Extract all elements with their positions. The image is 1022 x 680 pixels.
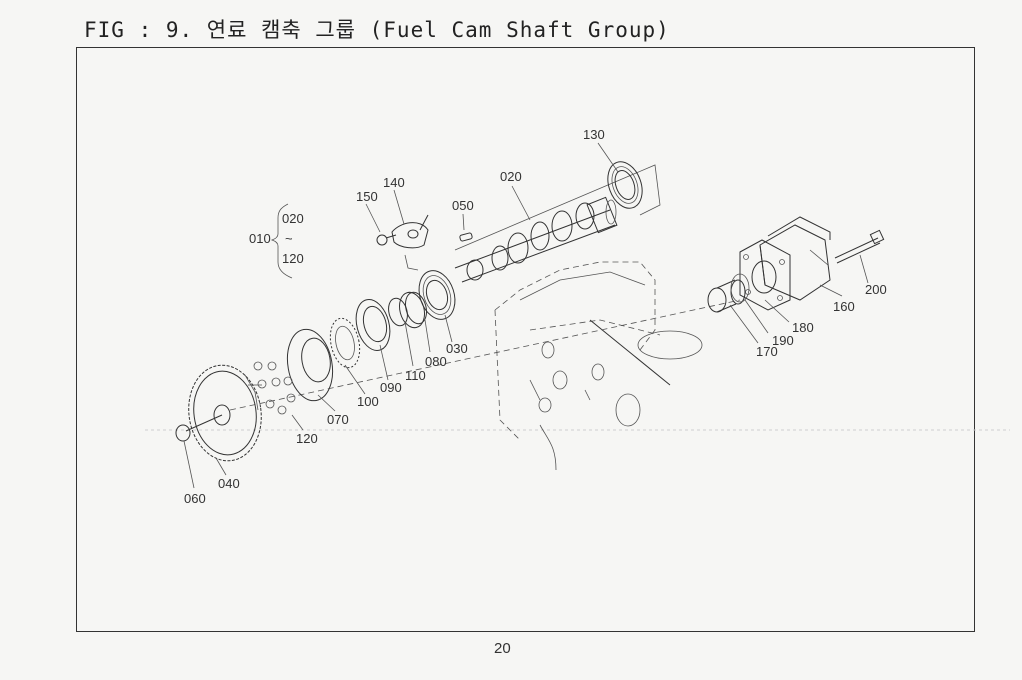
- washers: [248, 361, 296, 415]
- bolt: [834, 229, 885, 264]
- bearing: [355, 299, 391, 351]
- bolt: [376, 234, 397, 246]
- callout-010-range-start: 020: [282, 211, 304, 226]
- callout-060: 060: [184, 491, 206, 506]
- range-bracket: [270, 203, 293, 279]
- collar: [399, 291, 428, 329]
- engine-block-outline: [494, 261, 703, 471]
- callout-180: 180: [792, 320, 814, 335]
- camshaft-backing-sheet: [454, 164, 661, 251]
- callout-200: 200: [865, 282, 887, 297]
- nut: [175, 414, 223, 442]
- gasket-plate: [739, 239, 791, 311]
- bearing: [607, 161, 643, 209]
- diagram-frame: [76, 47, 975, 632]
- callout-190: 190: [772, 333, 794, 348]
- callout-050: 050: [452, 198, 474, 213]
- callout-160: 160: [833, 299, 855, 314]
- key: [459, 232, 473, 242]
- housing: [759, 216, 831, 301]
- callout-100: 100: [357, 394, 379, 409]
- callout-040: 040: [218, 476, 240, 491]
- callout-170: 170: [756, 344, 778, 359]
- callout-120: 120: [296, 431, 318, 446]
- o-ring: [730, 273, 750, 303]
- callout-010: 010: [249, 231, 271, 246]
- callout-150: 150: [356, 189, 378, 204]
- callout-130: 130: [583, 127, 605, 142]
- cam-gear: [188, 364, 262, 462]
- callout-140: 140: [383, 175, 405, 190]
- snap-ring: [388, 297, 408, 327]
- shim: [329, 317, 361, 369]
- camshaft: [454, 196, 618, 283]
- callout-090: 090: [380, 380, 402, 395]
- callout-020: 020: [500, 169, 522, 184]
- callout-010-range-end: 120: [282, 251, 304, 266]
- sleeve: [707, 279, 746, 313]
- leader-lines: [183, 142, 869, 489]
- callout-080: 080: [425, 354, 447, 369]
- page-number: 20: [494, 640, 511, 657]
- page-title: FIG : 9. 연료 캠축 그룹 (Fuel Cam Shaft Group): [84, 18, 670, 42]
- stopper-bracket: [391, 214, 429, 271]
- retainer-plate: [286, 328, 334, 402]
- callout-030: 030: [446, 341, 468, 356]
- callout-070: 070: [327, 412, 349, 427]
- callout-010-range-tilde: ~: [285, 231, 293, 246]
- callout-110: 110: [405, 368, 426, 383]
